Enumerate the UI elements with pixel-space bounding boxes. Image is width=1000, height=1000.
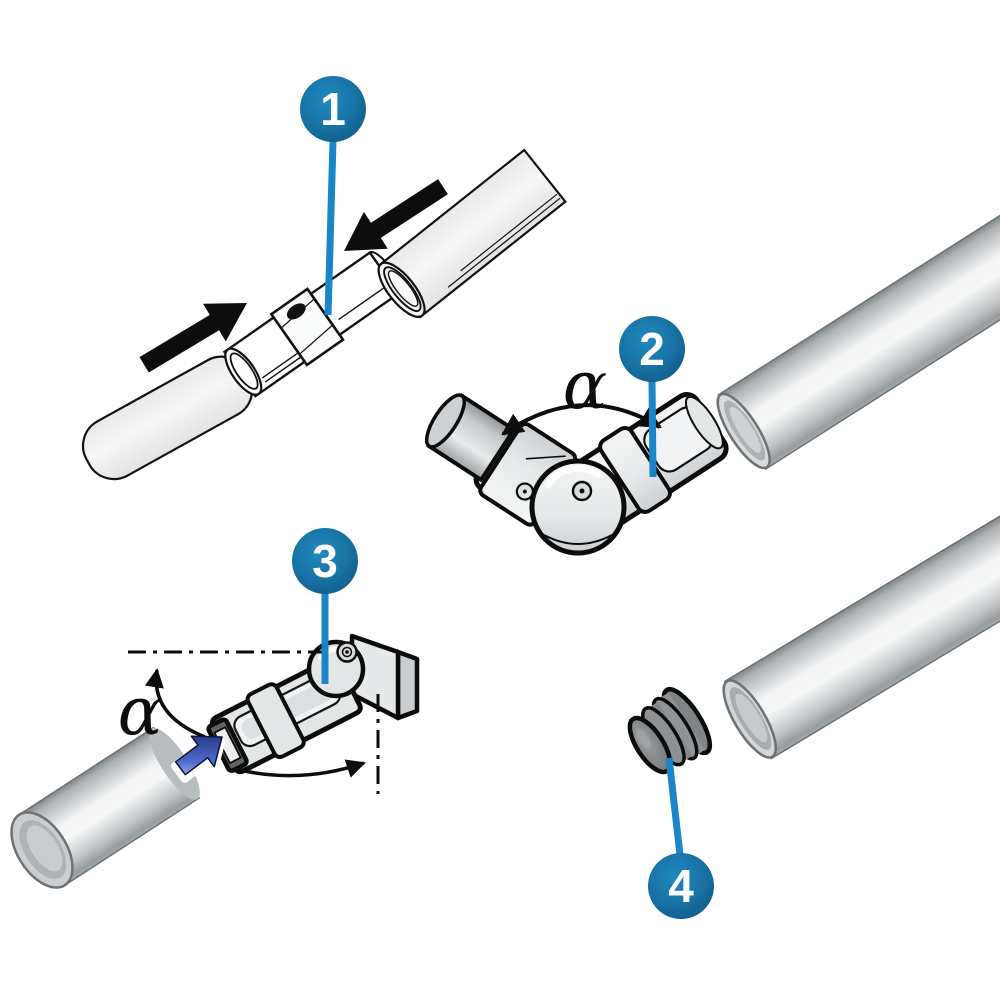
part2-elbow-connector	[424, 392, 729, 556]
callout-4-badge	[648, 853, 714, 919]
elbow-angle-arc	[501, 403, 662, 436]
leader-line-1	[324, 140, 337, 316]
bracket-angle-arc-right	[239, 759, 366, 778]
elbow-angle-alpha: α	[563, 347, 608, 424]
part2-tube	[716, 200, 1000, 471]
bracket-angle-arc-up	[144, 668, 206, 739]
part3-bracket-assembly: α	[10, 633, 420, 889]
callout-1-number: 1	[320, 83, 346, 135]
part2-elbow-assembly: α	[424, 200, 1000, 556]
leader-line-2	[648, 379, 657, 478]
leader-line-4	[665, 757, 684, 856]
part3-tube	[10, 726, 201, 889]
callout-2-badge	[619, 316, 685, 382]
blue-insert-arrow-icon	[171, 735, 226, 783]
callout-badges: 1 2 3 4	[292, 76, 714, 919]
insert-arrow-left-icon	[139, 303, 247, 373]
callout-2-number: 2	[639, 323, 665, 375]
callout-3-badge	[292, 528, 358, 594]
callout-4-number: 4	[668, 860, 694, 912]
callout-3-number: 3	[312, 535, 338, 587]
callout-leader-lines	[321, 140, 684, 856]
bracket-arm	[206, 656, 363, 775]
callout-1-badge	[300, 76, 366, 142]
part4-tube	[722, 494, 1000, 760]
part4-endcap-assembly	[627, 494, 1000, 775]
bracket-angle-alpha: α	[118, 673, 163, 750]
elbow-ball-joint	[529, 458, 627, 556]
coupler-screw-hole	[286, 303, 306, 320]
insert-arrow-right-icon	[344, 179, 448, 251]
part1-right-tube	[377, 148, 567, 319]
part4-end-cap	[627, 686, 713, 775]
